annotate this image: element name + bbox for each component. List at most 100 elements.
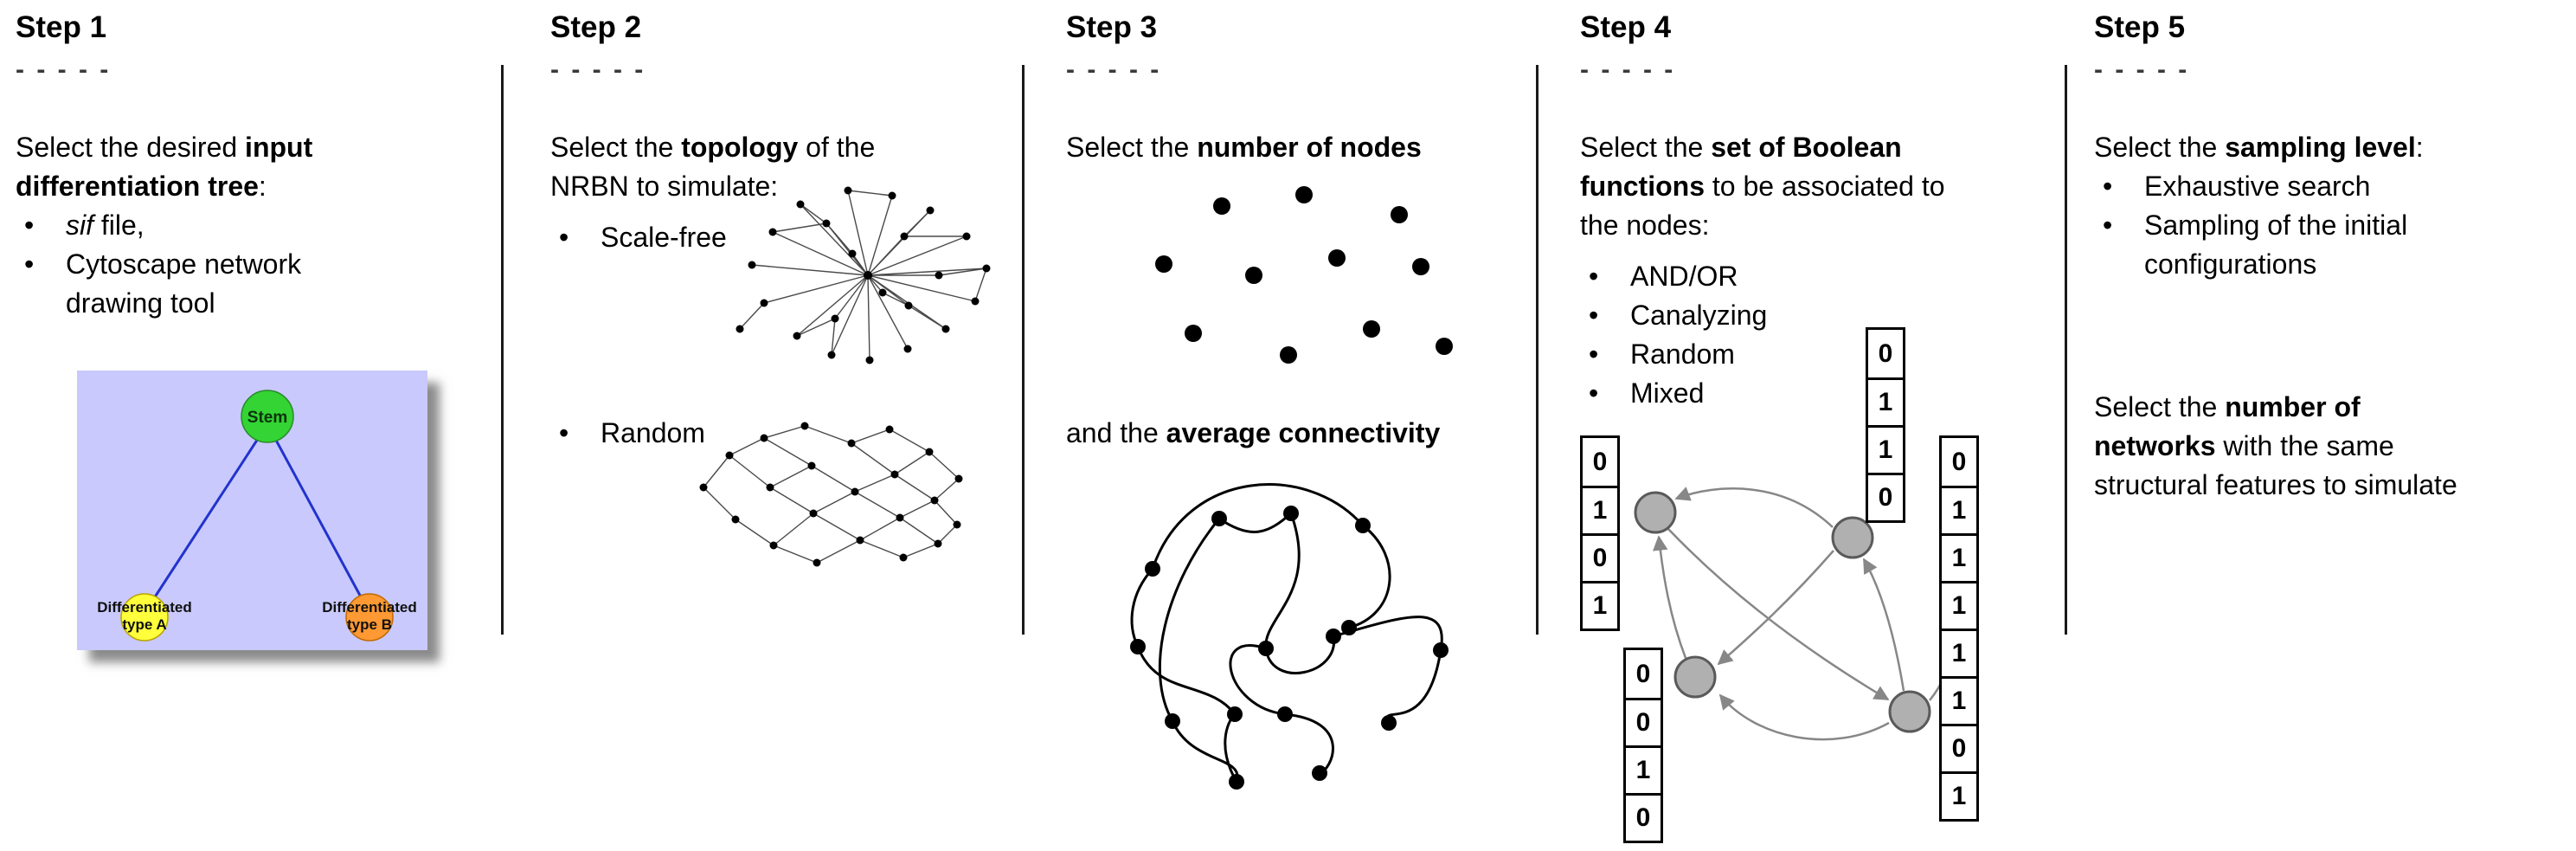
truth-table-right: 0 1 1 1 1 1 0 1 [1939, 435, 1979, 822]
nodes-scatter-graphic [1155, 186, 1453, 364]
truth-table-cell: 0 [1951, 447, 1967, 476]
step4-text: Select the set of Boolean functions to b… [1580, 128, 2058, 413]
random-network-graphic [699, 422, 963, 567]
step1-title: Step 1 [16, 10, 107, 44]
truth-table-cell: 1 [1868, 425, 1903, 473]
scale-free-network-graphic [736, 186, 991, 364]
step5-second-line3: structural features to simulate [2094, 469, 2457, 500]
step5-bullet-exhaustive: • Exhaustive search [2094, 167, 2572, 206]
step5-second-text: Select the number of networks with the s… [2094, 388, 2572, 505]
bullet-icon: • [559, 222, 569, 253]
boolean-node-1 [1634, 491, 1677, 534]
stem-node-label: Stem [247, 409, 287, 427]
step5-intro: Select the sampling level: [2094, 132, 2424, 163]
truth-table-cell: 1 [1942, 486, 1976, 533]
truth-table-top: 0 1 1 0 [1866, 327, 1905, 523]
bullet-icon: • [2103, 171, 2113, 202]
truth-table-cell: 1 [1942, 676, 1976, 724]
type-a-label-line1: Differentiated [97, 599, 192, 616]
truth-table-cell: 1 [1583, 581, 1617, 629]
bullet-icon: • [24, 210, 35, 241]
column-divider-4 [2065, 65, 2067, 635]
step3-title: Step 3 [1066, 10, 1158, 44]
differentiated-type-a-node [120, 593, 169, 641]
truth-table-cell: 1 [1942, 533, 1976, 581]
step2-intro-line2: NRBN to simulate: [550, 171, 779, 202]
bullet-icon: • [24, 248, 35, 280]
step1-bullet-cytoscape: • Cytoscape network drawing tool [16, 245, 490, 323]
step1-dashes: - - - - - [16, 55, 112, 84]
truth-table-cell: 0 [1868, 473, 1903, 520]
bullet-icon: • [1589, 261, 1599, 292]
truth-table-cell: 1 [1626, 745, 1661, 793]
step3-dashes: - - - - - [1066, 55, 1162, 84]
step1-intro-line1: Select the desired input [16, 132, 313, 163]
boolean-node-3 [1673, 655, 1717, 699]
stem-node [241, 390, 294, 443]
step2-column: Step 2 - - - - - Select the topology of … [550, 0, 1011, 851]
step4-bullet-mixed: •Mixed [1580, 374, 2058, 413]
truth-table-cell: 0 [1626, 793, 1661, 841]
step5-bullet-sampling: • Sampling of the initial configurations [2094, 206, 2572, 284]
truth-table-cell: 1 [1868, 377, 1903, 425]
truth-table-cell: 0 [1878, 338, 1893, 368]
step4-bullet-random: •Random [1580, 335, 2058, 374]
step3-column: Step 3 - - - - - Select the number of no… [1066, 0, 1529, 851]
bullet-icon: • [559, 417, 569, 448]
truth-table-cell: 0 [1635, 659, 1651, 688]
truth-table-cell: 1 [1583, 486, 1617, 533]
step5-dashes: - - - - - [2094, 55, 2190, 84]
column-divider-1 [501, 65, 504, 635]
step5-second-line1: Select the number of [2094, 391, 2361, 422]
truth-table-bottom: 0 0 1 0 [1623, 648, 1663, 843]
type-b-label-line1: Differentiated [322, 599, 417, 616]
step5-column: Step 5 - - - - - Select the sampling lev… [2094, 0, 2572, 851]
step5-second-line2: networks with the same [2094, 430, 2394, 461]
step5-title: Step 5 [2094, 10, 2186, 44]
differentiated-type-b-node [345, 593, 394, 641]
step4-intro-line1: Select the set of Boolean [1580, 132, 1902, 163]
step4-bullet-andor: •AND/OR [1580, 257, 2058, 296]
step2-intro: Select the topology of the NRBN to simul… [550, 128, 1011, 206]
bullet-icon: • [1589, 300, 1599, 331]
truth-table-cell: 1 [1942, 581, 1976, 629]
truth-table-cell: 0 [1626, 698, 1661, 745]
step2-dashes: - - - - - [550, 55, 646, 84]
step1-intro-line2: differentiation tree: [16, 171, 267, 202]
truth-table-cell: 1 [1942, 629, 1976, 676]
step1-bullet-sif: • sif file, [16, 206, 490, 245]
tree-edge-right [266, 423, 371, 614]
boolean-network-graphic [1634, 487, 1956, 741]
step2-bullet-random: • Random [550, 414, 810, 453]
tree-edge-left [143, 423, 269, 614]
step2-intro-line1: Select the topology of the [550, 132, 876, 163]
connectivity-network-graphic [1130, 483, 1449, 790]
boolean-node-4 [1888, 690, 1931, 733]
step1-column: Step 1 - - - - - Select the desired inpu… [16, 0, 490, 851]
step4-column: Step 4 - - - - - Select the set of Boole… [1580, 0, 2058, 851]
truth-table-left: 0 1 0 1 [1580, 435, 1620, 631]
truth-table-cell: 1 [1942, 771, 1976, 819]
step4-title: Step 4 [1580, 10, 1672, 44]
step3-line2: and the average connectivity [1066, 417, 1441, 448]
column-divider-3 [1536, 65, 1539, 635]
truth-table-cell: 0 [1592, 447, 1608, 476]
bullet-icon: • [1589, 377, 1599, 409]
step4-intro-line2: functions to be associated to [1580, 171, 1945, 202]
step3-line1: Select the number of nodes [1066, 132, 1422, 163]
differentiation-tree-graphic: Stem Differentiated type A Differentiate… [77, 371, 427, 650]
step1-text: Select the desired input differentiation… [16, 128, 490, 323]
truth-table-cell: 0 [1942, 724, 1976, 771]
step5-text: Select the sampling level: • Exhaustive … [2094, 128, 2572, 284]
step4-dashes: - - - - - [1580, 55, 1676, 84]
step4-bullet-canalyzing: •Canalyzing [1580, 296, 2058, 335]
bullet-icon: • [2103, 210, 2113, 241]
column-divider-2 [1022, 65, 1025, 635]
step4-intro-line3: the nodes: [1580, 210, 1710, 241]
type-b-label-line2: type B [347, 616, 392, 633]
step2-bullet-scale-free: • Scale-free [550, 218, 810, 257]
boolean-node-2 [1831, 516, 1874, 559]
type-a-label-line2: type A [122, 616, 166, 633]
truth-table-cell: 0 [1583, 533, 1617, 581]
